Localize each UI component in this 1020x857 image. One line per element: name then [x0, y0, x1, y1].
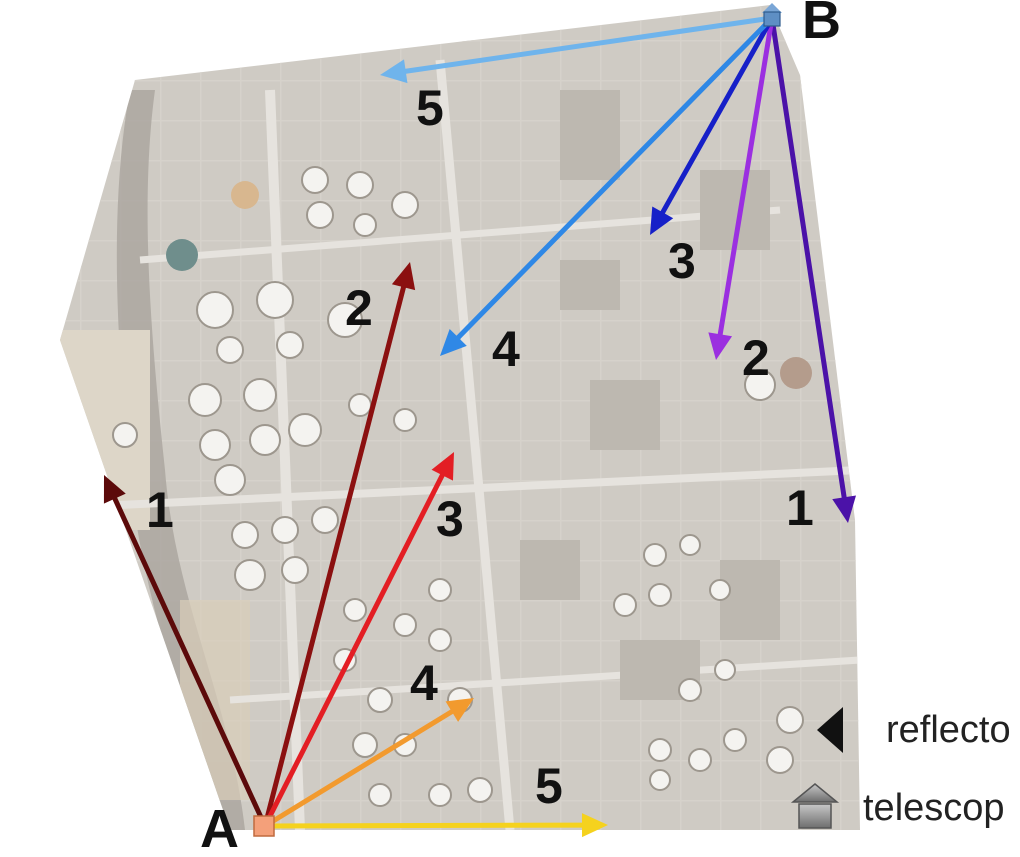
arrow-a-2 — [262, 262, 416, 829]
label-b-4: 4 — [492, 321, 520, 377]
legend-telescope-label: telescop — [863, 787, 1005, 829]
site-b-label: B — [802, 0, 841, 50]
legend-item-reflector: reflecto — [817, 707, 1011, 753]
label-a-5: 5 — [535, 758, 563, 814]
arrow-b-3 — [650, 15, 775, 235]
site-a-marker — [253, 815, 275, 837]
arrow-b-2 — [708, 15, 775, 360]
label-a-4: 4 — [410, 655, 438, 711]
site-b-marker — [762, 3, 782, 27]
storage-tanks — [112, 166, 804, 807]
label-b-2: 2 — [742, 330, 770, 386]
label-a-3: 3 — [436, 491, 464, 547]
reflector-triangle-icon — [817, 707, 843, 753]
label-b-3: 3 — [668, 233, 696, 289]
legend-item-telescope: telescop — [790, 783, 1005, 829]
arrow-b-5 — [380, 15, 775, 84]
path-labels-a: 1 2 3 4 5 — [146, 280, 563, 814]
pond — [166, 239, 198, 271]
legend: reflecto telescop — [790, 707, 1011, 829]
paths-from-site-a — [103, 262, 608, 838]
arrow-b-1 — [769, 15, 856, 523]
site-a-label: A — [200, 799, 239, 857]
arrow-a-5 — [262, 813, 608, 838]
telescope-house-icon — [790, 783, 840, 829]
path-labels-b: 1 2 3 4 5 — [416, 80, 814, 536]
label-b-1: 1 — [786, 480, 814, 536]
label-a-2: 2 — [345, 280, 373, 336]
paths-from-site-b — [380, 15, 856, 523]
arrow-b-4 — [440, 15, 775, 356]
arrow-a-3 — [262, 452, 454, 829]
arrow-a-1 — [103, 475, 268, 829]
arrow-a-4 — [262, 698, 474, 829]
label-a-1: 1 — [146, 482, 174, 538]
label-b-5: 5 — [416, 80, 444, 136]
legend-reflector-label: reflecto — [886, 709, 1011, 751]
